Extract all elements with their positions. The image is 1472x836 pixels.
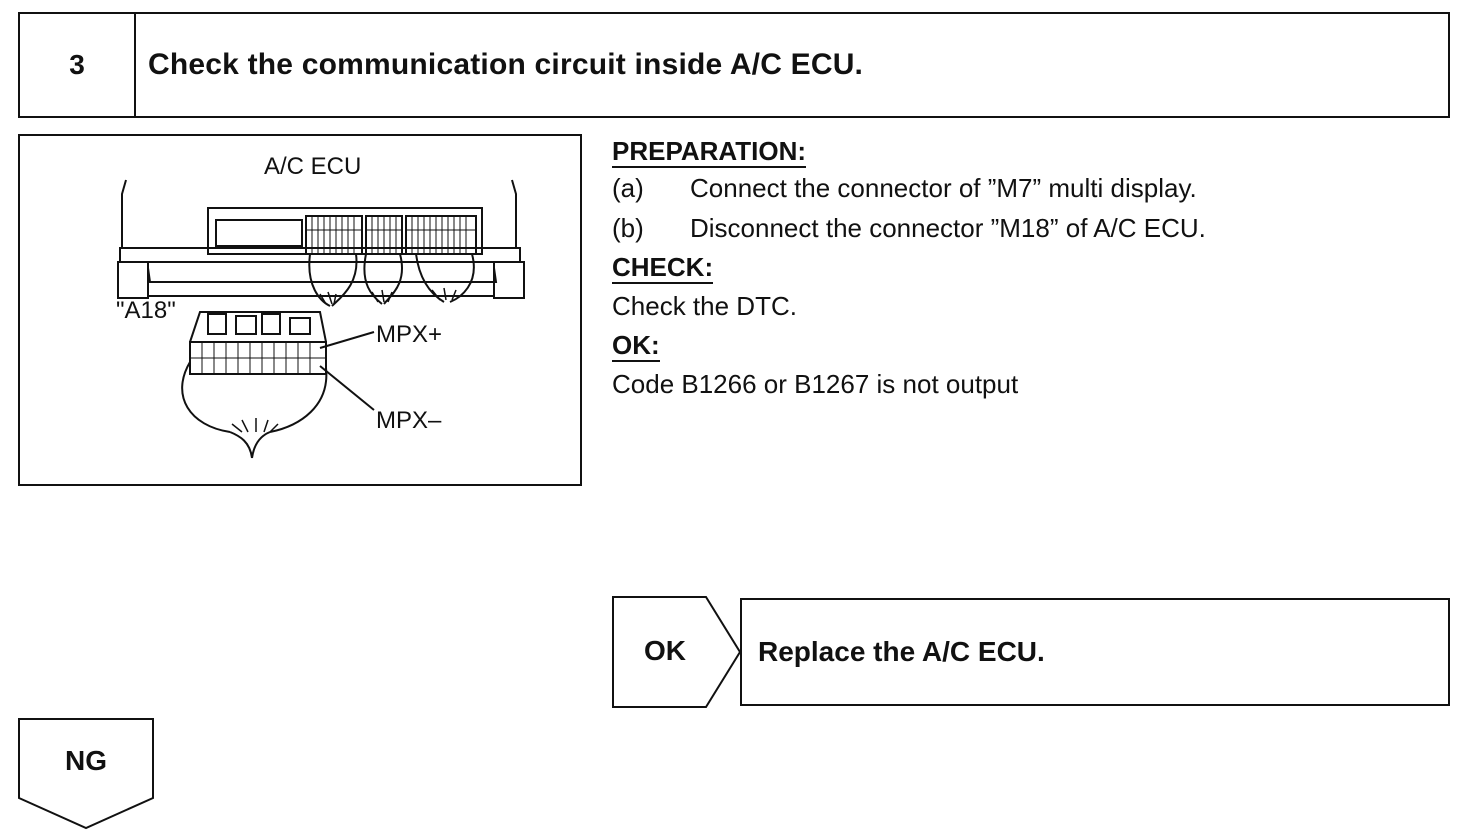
ng-result-label: NG — [65, 745, 107, 776]
ok-heading: OK: — [612, 330, 660, 362]
step-text: Disconnect the connector ”M18” of A/C EC… — [690, 213, 1206, 243]
preparation-heading-text: PREPARATION: — [612, 136, 807, 168]
check-heading: CHECK: — [612, 252, 714, 284]
step-text: Connect the connector of ”M7” multi disp… — [690, 173, 1197, 203]
ecu-housing-outline — [121, 179, 517, 249]
ecu-label: A/C ECU — [264, 153, 361, 180]
step-number: 3 — [20, 14, 136, 116]
ok-action-text: Replace the A/C ECU. — [758, 636, 1045, 667]
ecu-illustration: A/C ECU "A18" MPX+ MPX– — [116, 153, 525, 459]
step-title: Check the communication circuit inside A… — [148, 48, 864, 81]
check-heading-text: CHECK: — [612, 252, 714, 284]
mpx-plus-label: MPX+ — [376, 321, 442, 348]
a18-connector-body — [189, 311, 327, 343]
preparation-step-b: (b) Disconnect the connector ”M18” of A/C… — [612, 213, 1206, 243]
ok-result-label: OK — [644, 635, 686, 666]
mpx-minus-label: MPX– — [376, 407, 442, 434]
connector-a18-label: "A18" — [116, 297, 176, 324]
ok-result-box: Replace the A/C ECU. — [740, 598, 1450, 706]
step-letter: (b) — [612, 213, 644, 243]
step-header: 3 Check the communication circuit inside… — [18, 12, 1450, 118]
preparation-heading: PREPARATION: — [612, 136, 807, 168]
ok-criteria-text: Code B1266 or B1267 is not output — [612, 369, 1019, 399]
preparation-step-a: (a) Connect the connector of ”M7” multi d… — [612, 173, 1197, 203]
ng-arrow-shape — [18, 718, 154, 830]
step-letter: (a) — [612, 173, 644, 203]
check-text: Check the DTC. — [612, 291, 797, 321]
ok-arrow-shape — [612, 596, 742, 708]
ecu-connector-diagram: A/C ECU "A18" MPX+ MPX– — [18, 134, 582, 486]
ok-heading-text: OK: — [612, 330, 660, 362]
